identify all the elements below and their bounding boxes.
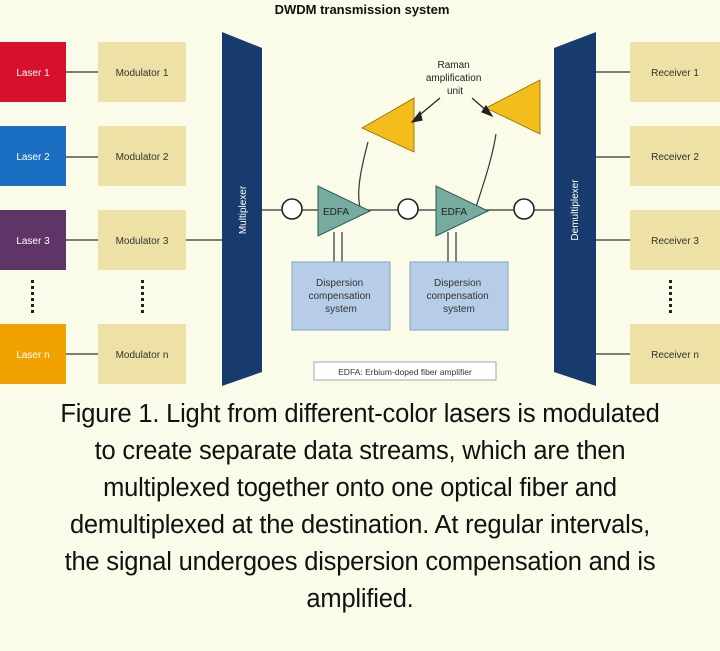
ellipsis-dots <box>31 280 672 313</box>
multiplexer-label: Multiplexer <box>238 185 249 234</box>
modulator-n-label: Modulator n <box>116 350 169 361</box>
caption-line: demultiplexed at the destination. At reg… <box>69 511 651 539</box>
raman-label-line: amplification <box>426 73 482 84</box>
receiver-n-label: Receiver n <box>651 350 699 361</box>
receiver-2-box <box>630 126 720 186</box>
modulator-2-box <box>98 126 186 186</box>
caption-line: amplified. <box>306 585 414 613</box>
edfa-1-label: EDFA <box>323 207 349 218</box>
edfa-amplifier-1 <box>317 185 372 237</box>
demultiplexer-label: Demultiplexer <box>570 179 581 241</box>
laser-n-label: Laser n <box>16 350 49 361</box>
dispersion-2-label: Dispersion compensation system <box>426 278 491 315</box>
laser-3-label: Laser 3 <box>16 236 50 247</box>
modulator-1-label: Modulator 1 <box>116 68 169 79</box>
laser-1-box <box>0 42 66 102</box>
multiplexer <box>222 32 262 386</box>
legend-box <box>313 361 497 381</box>
dispersion-label-line: system <box>325 304 357 315</box>
modulator-1-box <box>98 42 186 102</box>
dwdm-diagram: DWDM transmission system Laser 1 Laser 2… <box>0 2 720 386</box>
dispersion-label-line: system <box>443 304 475 315</box>
receiver-n-box <box>630 324 720 384</box>
fiber-coil-icon <box>397 198 419 220</box>
diagram-title: DWDM transmission system <box>275 2 450 17</box>
fiber-coil-icon <box>513 198 535 220</box>
receiver-1-box <box>630 42 720 102</box>
edfa-amplifier-2 <box>435 185 490 237</box>
raman-label-line: unit <box>447 86 463 97</box>
demultiplexer <box>554 32 596 386</box>
caption-line: multiplexed together onto one optical fi… <box>103 474 617 502</box>
fiber-coil-icon <box>281 198 303 220</box>
legend-text: EDFA: Erbium-doped fiber amplifier <box>338 367 472 377</box>
caption-line: Figure 1. Light from different-color las… <box>60 400 660 428</box>
dispersion-1-label: Dispersion compensation system <box>308 278 373 315</box>
receiver-1-label: Receiver 1 <box>651 68 699 79</box>
raman-label-line: Raman <box>437 60 469 71</box>
caption-line: to create separate data streams, which a… <box>94 437 626 465</box>
modulator-2-label: Modulator 2 <box>116 152 169 163</box>
figure-caption: Figure 1. Light from different-color las… <box>0 396 720 651</box>
dispersion-label-line: Dispersion <box>434 278 481 289</box>
raman-amplifier-1 <box>361 97 415 153</box>
dispersion-box-2 <box>409 261 509 331</box>
raman-amplifier-2 <box>485 79 541 135</box>
modulator-n-box <box>98 324 186 384</box>
dispersion-label-line: Dispersion <box>316 278 363 289</box>
laser-2-box <box>0 126 66 186</box>
laser-1-label: Laser 1 <box>16 68 50 79</box>
modulator-3-box <box>98 210 186 270</box>
receiver-2-label: Receiver 2 <box>651 152 699 163</box>
receiver-3-box <box>630 210 720 270</box>
dispersion-label-line: compensation <box>308 291 370 302</box>
edfa-2-label: EDFA <box>441 207 467 218</box>
caption-line: the signal undergoes dispersion compensa… <box>64 548 656 576</box>
laser-2-label: Laser 2 <box>16 152 50 163</box>
modulator-3-label: Modulator 3 <box>116 236 169 247</box>
raman-label: Raman amplification unit <box>426 60 484 97</box>
laser-3-box <box>0 210 66 270</box>
receiver-3-label: Receiver 3 <box>651 236 699 247</box>
dispersion-box-1 <box>291 261 391 331</box>
raman-pointer-arrows <box>410 97 494 123</box>
dispersion-label-line: compensation <box>426 291 488 302</box>
laser-n-box <box>0 324 66 384</box>
